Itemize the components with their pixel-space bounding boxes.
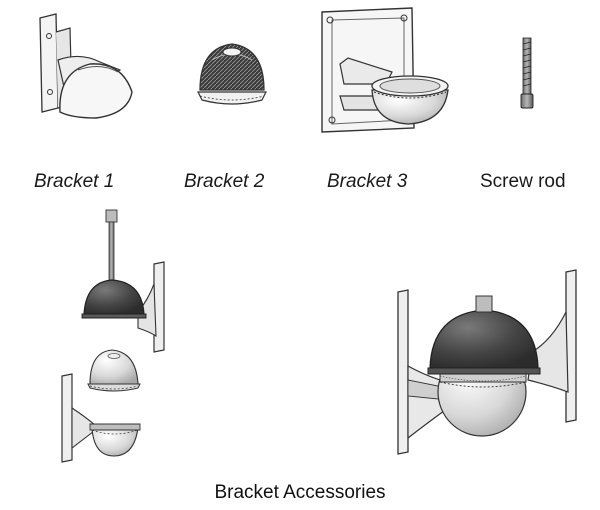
bracket-3-illustration	[321, 7, 449, 133]
bracket-2-label: Bracket 2	[184, 171, 265, 192]
screw-rod-illustration	[520, 37, 534, 109]
bracket-3-label: Bracket 3	[327, 171, 408, 192]
bracket-2-illustration	[197, 43, 267, 105]
assembled-view-illustration	[397, 269, 577, 455]
exploded-assembly-illustration	[61, 209, 165, 463]
bracket-1-illustration	[39, 13, 133, 119]
bracket-1-label: Bracket 1	[34, 171, 115, 192]
figure-caption: Bracket Accessories	[214, 482, 386, 503]
screw-rod-label: Screw rod	[480, 171, 566, 192]
